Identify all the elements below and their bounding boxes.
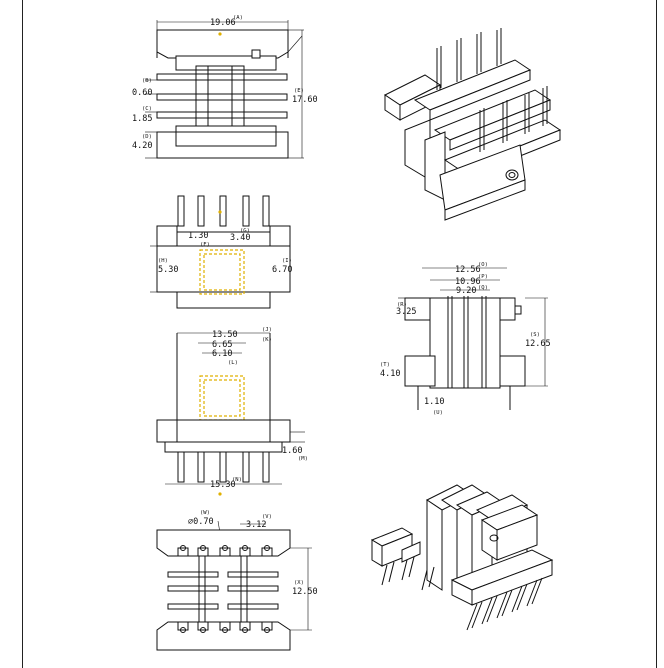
dim-r-tag: (R) (397, 302, 407, 308)
dim-o-value: 12.56 (455, 265, 481, 275)
dim-m-value: 1.60 (282, 446, 302, 456)
dim-n-value: 15.30 (210, 480, 236, 490)
dim-f-tag: (F) (200, 242, 210, 248)
isometric-view-top (384, 28, 562, 221)
dim-b-tag: (B) (142, 78, 152, 84)
dim-l-tag: (L) (228, 360, 238, 366)
dim-g-tag: (G) (240, 228, 250, 234)
dim-q-tag: (Q) (478, 285, 488, 291)
center-marker-side (218, 492, 222, 496)
dim-r-value: 3.25 (396, 307, 416, 317)
dim-v-value: 3.12 (246, 520, 266, 530)
dim-i-value: 6.70 (272, 265, 292, 275)
center-marker (218, 32, 222, 36)
dim-o-tag: (O) (478, 262, 488, 268)
dim-s-tag: (S) (530, 332, 540, 338)
dim-x-tag: (X) (294, 580, 304, 586)
dim-b-value: 0.60 (132, 88, 152, 98)
dim-n-tag: (N) (232, 477, 242, 483)
right-side-view: 12.56 (O) 10.96 (P) 9.20 (Q) (R) 3.25 (S… (380, 262, 551, 416)
dim-l-value: 6.10 (212, 349, 232, 359)
dim-q-value: 9.20 (456, 286, 476, 296)
dim-c-value: 1.85 (132, 114, 152, 124)
dim-t-tag: (T) (380, 362, 390, 368)
dim-c-tag: (C) (142, 106, 152, 112)
frame-left-border (22, 0, 23, 668)
dim-a-tag: (A) (233, 15, 243, 21)
dim-s-value: 12.65 (525, 339, 551, 349)
bottom-view: (W) ∅0.70 3.12 (V) (156, 510, 318, 651)
dim-j-value: 13.50 (212, 330, 238, 340)
dim-e-tag: (E) (294, 88, 304, 94)
dim-f-value: 1.30 (188, 231, 208, 241)
dim-i-tag: (I) (282, 258, 292, 264)
dim-x-value: 12.50 (292, 587, 318, 597)
dim-k-tag: (K) (262, 337, 272, 343)
dim-h-tag: (H) (158, 258, 168, 264)
dim-w-value: ∅0.70 (188, 517, 214, 527)
dim-p-tag: (P) (478, 274, 488, 280)
dim-w-tag: (W) (200, 510, 210, 516)
frame-right-border (656, 0, 657, 668)
dim-m-tag: (M) (298, 456, 308, 462)
dim-j-tag: (J) (262, 327, 272, 333)
dim-g-value: 3.40 (230, 233, 250, 243)
dim-d-tag: (D) (142, 134, 152, 140)
dim-t-value: 4.10 (380, 369, 400, 379)
center-marker-front (218, 210, 222, 214)
dim-p-value: 10.96 (455, 277, 481, 287)
dim-u-tag: (U) (433, 410, 443, 416)
isometric-view-bottom (370, 484, 554, 631)
dim-e-value: 17.60 (292, 95, 318, 105)
dim-d-value: 4.20 (132, 141, 152, 151)
dim-h-value: 5.30 (158, 265, 178, 275)
dim-v-tag: (V) (262, 514, 272, 520)
front-view: 1.30 (F) 3.40 (G) (H) 5.30 (I) 6.70 (150, 195, 292, 309)
top-view: 19.06 (A) (E) 17.60 (B) 0.60 (C) 1.85 (D… (132, 15, 318, 159)
dim-k-value: 6.65 (212, 340, 232, 350)
dim-a-value: 19.06 (210, 18, 236, 28)
dim-u-value: 1.10 (424, 397, 444, 407)
side-view: 13.50 (J) 6.65 (K) 6.10 (L) 1.60 (M) 15.… (156, 327, 308, 496)
